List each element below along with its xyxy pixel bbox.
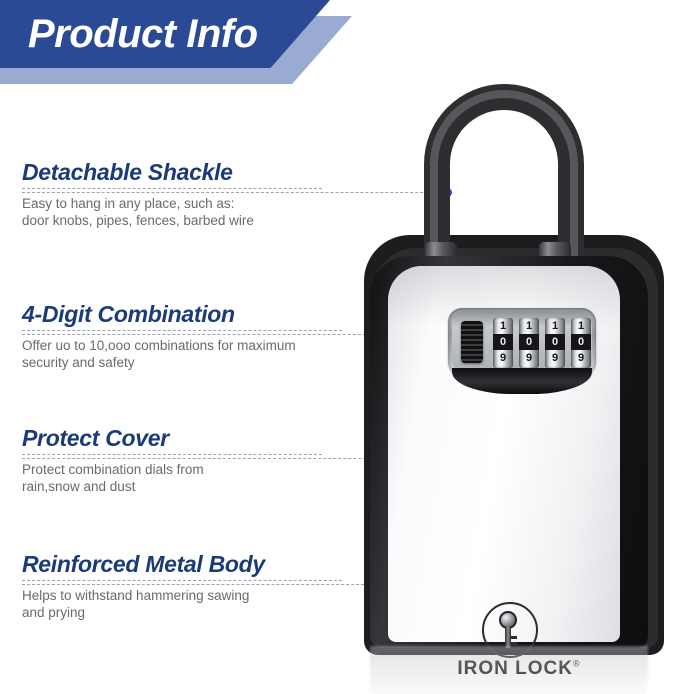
feature-description: Offer uo to 10,ooo combinations for maxi… <box>22 338 296 370</box>
connector-line-metal-body <box>22 584 414 585</box>
release-slider-button[interactable] <box>461 321 483 363</box>
connector-line-combination <box>22 334 496 335</box>
dial-digit-current: 0 <box>493 334 513 350</box>
dial-digit-current: 0 <box>545 334 565 350</box>
feature-divider <box>22 330 342 331</box>
key-tooth-icon <box>511 636 517 639</box>
page-title: Product Info <box>28 12 258 56</box>
combination-dial-3[interactable]: 1 0 9 <box>545 318 565 368</box>
combination-dial-4[interactable]: 1 0 9 <box>571 318 591 368</box>
surface-reflection <box>370 646 648 694</box>
combination-dial-1[interactable]: 1 0 9 <box>493 318 513 368</box>
feature-divider <box>22 454 322 455</box>
feature-title: 4-Digit Combination <box>22 301 235 327</box>
brand-name-text: IRON LOCK <box>457 658 573 679</box>
key-shaft-icon <box>505 626 511 648</box>
feature-description: Helps to withstand hammering sawing and … <box>22 588 250 620</box>
connector-line-shackle <box>22 192 448 193</box>
dial-digit-current: 0 <box>571 334 591 350</box>
shackle-highlight <box>430 90 578 260</box>
dial-digit-below: 9 <box>577 352 585 364</box>
dial-digit-above: 1 <box>499 320 507 332</box>
feature-divider <box>22 188 322 189</box>
dial-digit-below: 9 <box>551 352 559 364</box>
brand-name: IRON LOCK® <box>444 658 594 680</box>
feature-block-reinforced-metal-body: Reinforced Metal Body Helps to withstand… <box>22 550 342 621</box>
feature-block-detachable-shackle: Detachable Shackle Easy to hang in any p… <box>22 158 322 229</box>
connector-line-cover-horizontal <box>22 458 522 459</box>
product-image-key-lock-box: 1 0 9 1 0 9 1 0 9 1 0 9 IRON LOCK® <box>352 80 679 694</box>
feature-block-protect-cover: Protect Cover Protect combination dials … <box>22 424 322 495</box>
feature-title: Protect Cover <box>22 425 169 451</box>
dial-digit-above: 1 <box>551 320 559 332</box>
dial-digit-current: 0 <box>519 334 539 350</box>
feature-description: Protect combination dials from rain,snow… <box>22 462 204 494</box>
trademark-symbol: ® <box>573 659 581 669</box>
feature-title: Reinforced Metal Body <box>22 551 265 577</box>
key-logo-circle-icon <box>482 602 538 658</box>
feature-title: Detachable Shackle <box>22 159 233 185</box>
dial-digit-above: 1 <box>525 320 533 332</box>
dial-digit-above: 1 <box>577 320 585 332</box>
dial-digit-below: 9 <box>499 352 507 364</box>
header-banner <box>0 0 330 68</box>
feature-block-4-digit-combination: 4-Digit Combination Offer uo to 10,ooo c… <box>22 300 342 371</box>
dial-digit-below: 9 <box>525 352 533 364</box>
combination-dial-2[interactable]: 1 0 9 <box>519 318 539 368</box>
key-tooth-icon <box>511 642 517 645</box>
feature-divider <box>22 580 342 581</box>
feature-description: Easy to hang in any place, such as: door… <box>22 196 254 228</box>
